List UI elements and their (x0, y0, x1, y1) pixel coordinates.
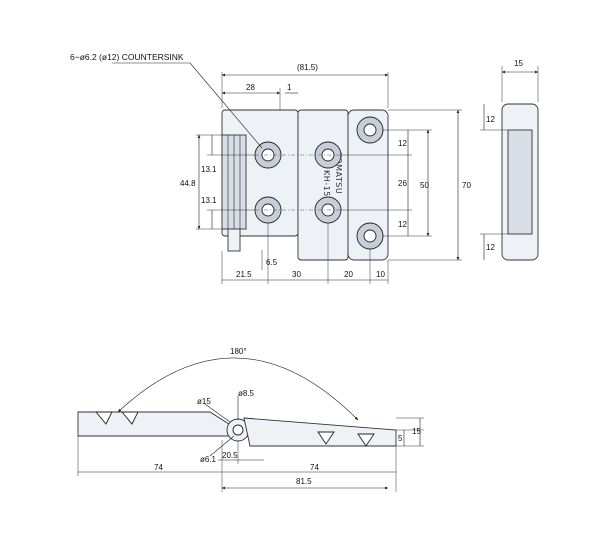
countersink-hole (356, 116, 384, 144)
dim-15: 15 (412, 427, 421, 436)
dim-81-5: 81.5 (296, 477, 312, 486)
dim-74-right: 74 (310, 463, 319, 472)
side-dim-12-bottom: 12 (486, 243, 495, 252)
dim-1: 1 (287, 83, 292, 92)
dim-12-upper: 12 (398, 139, 407, 148)
dim-12-lower: 12 (398, 220, 407, 229)
right-flange (347, 109, 389, 261)
countersink-callout: 6−ø6.2 (ø12) COUNTERSINK (70, 52, 184, 62)
dim-5: 5 (398, 434, 403, 443)
dia-6-1: ø6.1 (200, 455, 217, 464)
dim-10: 10 (376, 270, 385, 279)
dim-13-1-upper: 13.1 (201, 165, 217, 174)
dim-13-1-lower: 13.1 (201, 196, 217, 205)
part-marking: KH-150 (322, 170, 331, 202)
angle-label: 180° (230, 347, 247, 356)
rotation-arc (117, 357, 359, 421)
dim-height-26: 26 (398, 179, 407, 188)
dia-15: ø15 (197, 397, 211, 406)
brand-mark: KOMATSU (334, 152, 343, 194)
dim-21-5: 21.5 (236, 270, 252, 279)
pin-cap (227, 228, 241, 252)
front-view: 180° ø15 ø8.5 ø6.1 20.5 74 74 (77, 347, 424, 492)
dim-20: 20 (344, 270, 353, 279)
dim-74-left: 74 (154, 463, 163, 472)
top-view: KOMATSU KH-150 6−ø6.2 (ø12) COUNTERSINK (70, 52, 471, 284)
side-view: 15 12 12 (480, 59, 539, 261)
dim-height-50: 50 (420, 181, 429, 190)
dim-28: 28 (246, 83, 255, 92)
side-dim-12-top: 12 (486, 115, 495, 124)
dim-20-5: 20.5 (222, 451, 238, 460)
dim-overall-width: (81.5) (297, 63, 318, 72)
dim-30: 30 (292, 270, 301, 279)
dim-6-5: 6.5 (266, 258, 278, 267)
side-thickness: 15 (514, 59, 523, 68)
dia-8-5: ø8.5 (238, 389, 255, 398)
countersink-hole (356, 222, 384, 250)
dim-height-70: 70 (462, 181, 471, 190)
dim-44-8: 44.8 (180, 179, 196, 188)
